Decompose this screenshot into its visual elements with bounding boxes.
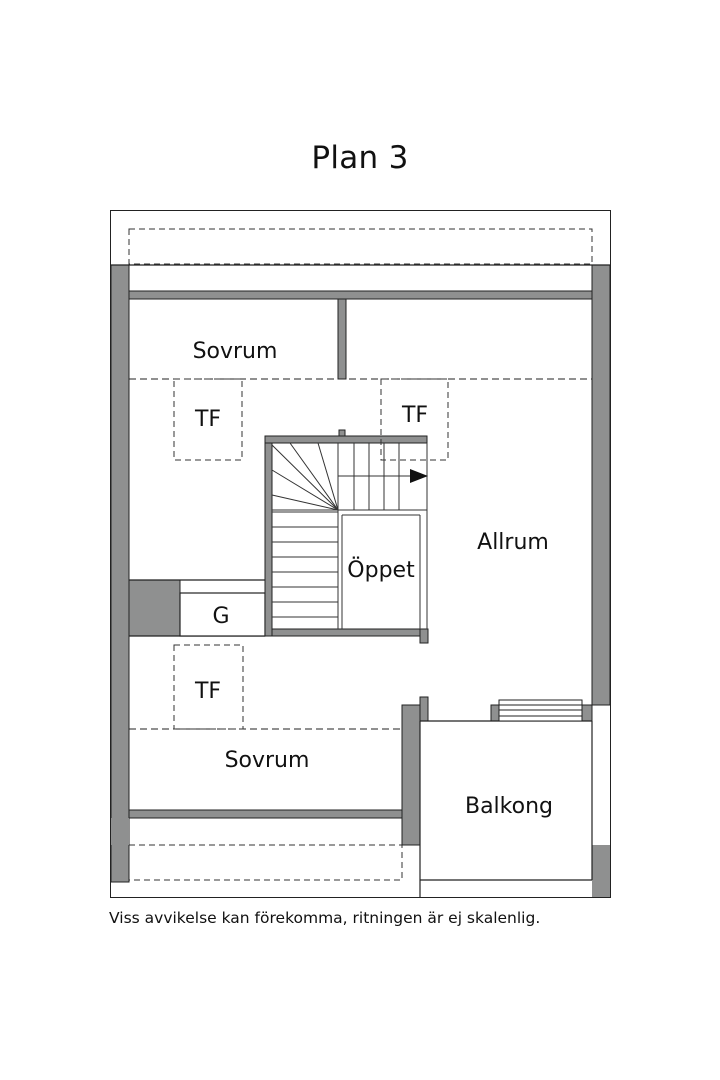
plan-title: Plan 3 <box>311 140 409 176</box>
room-label-sovrum-bottom: Sovrum <box>225 748 310 773</box>
tf-boxes <box>173 378 449 730</box>
tf-label: TF <box>194 407 221 432</box>
room-label-sovrum-top: Sovrum <box>193 339 278 364</box>
room-label-balkong: Balkong <box>465 794 553 819</box>
stair-direction-arrow-icon <box>410 469 428 483</box>
disclaimer-text: Viss avvikelse kan förekomma, ritningen … <box>109 909 541 927</box>
g-cabinet <box>179 592 266 637</box>
roof-overhang-top <box>128 228 593 265</box>
stair-treads <box>271 442 428 629</box>
room-label-g: G <box>212 604 229 629</box>
tf-label: TF <box>194 679 221 704</box>
room-label-oppet: Öppet <box>347 557 415 583</box>
tf-label: TF <box>401 403 428 428</box>
roof-overhang-bottom <box>128 844 403 881</box>
stair-walls <box>264 429 429 644</box>
room-label-allrum: Allrum <box>477 530 549 555</box>
balcony-door <box>498 699 583 722</box>
